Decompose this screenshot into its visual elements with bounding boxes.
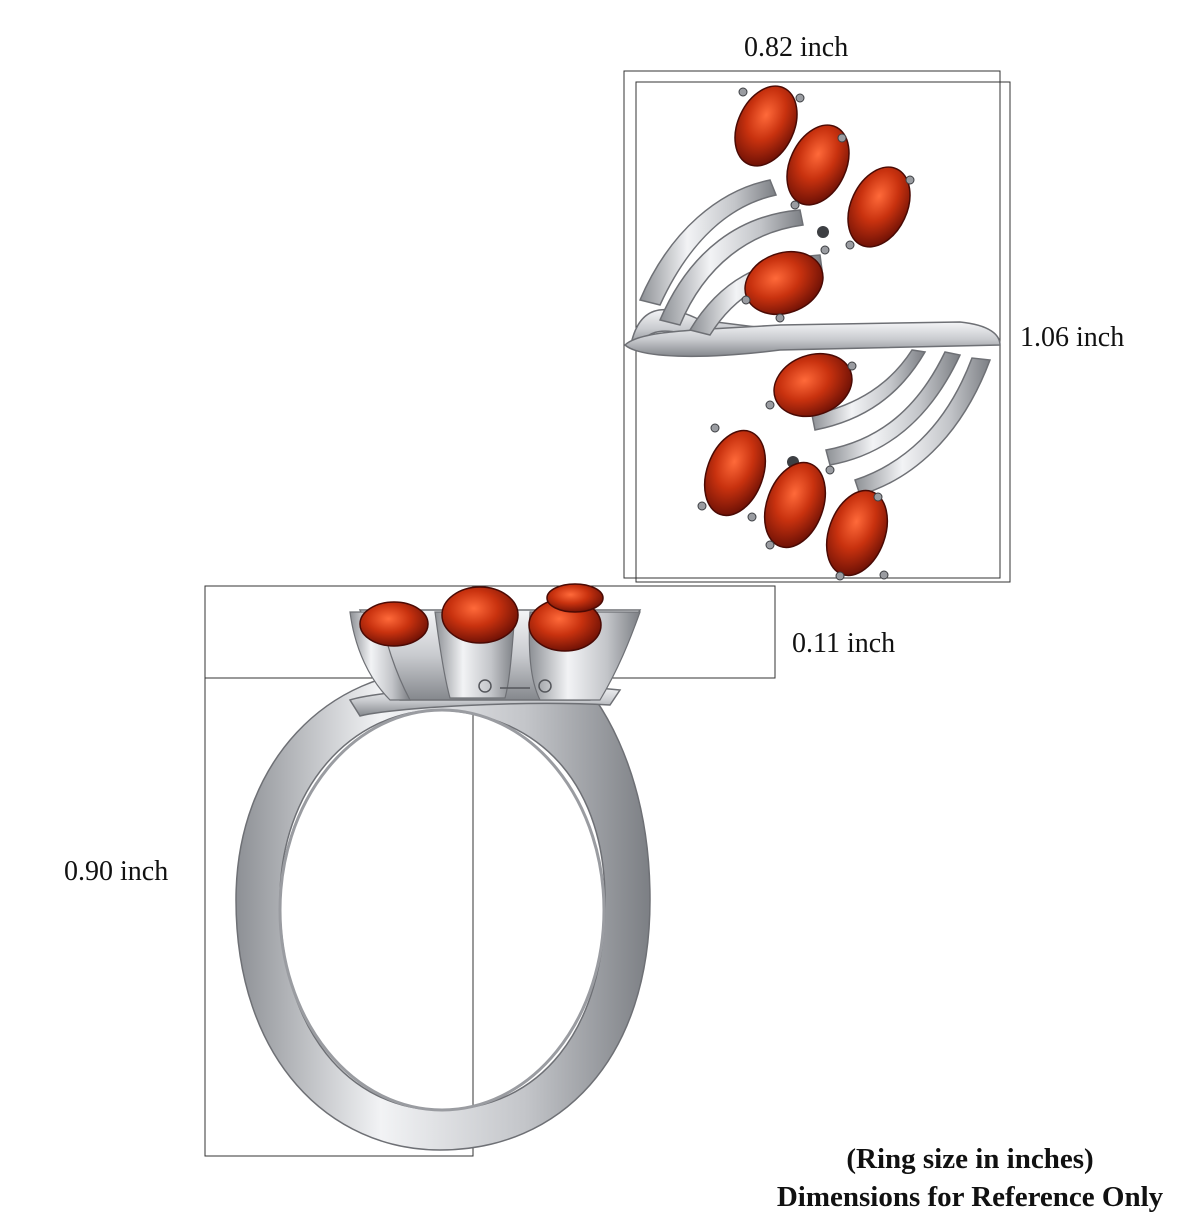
caption-line-2: Dimensions for Reference Only xyxy=(776,1181,1164,1213)
reference-caption: (Ring size in inches) Dimensions for Ref… xyxy=(740,1140,1200,1216)
ring-side-view xyxy=(235,583,651,1151)
side-height-label: 0.90 inch xyxy=(64,856,169,887)
caption-line-1: (Ring size in inches) xyxy=(846,1143,1094,1175)
top-height-label: 1.06 inch xyxy=(1020,322,1125,353)
top-width-label: 0.82 inch xyxy=(744,32,849,63)
garnet-stones-bottom xyxy=(703,352,889,577)
measurement-frames xyxy=(204,70,1011,1157)
garnet-stones-side xyxy=(359,583,604,652)
garnet-stones-top xyxy=(734,85,911,316)
top-view-frame-outer xyxy=(623,70,1001,579)
side-depth-label: 0.11 inch xyxy=(792,628,896,659)
ring-top-view xyxy=(623,85,1001,581)
side-height-frame xyxy=(204,585,474,1157)
